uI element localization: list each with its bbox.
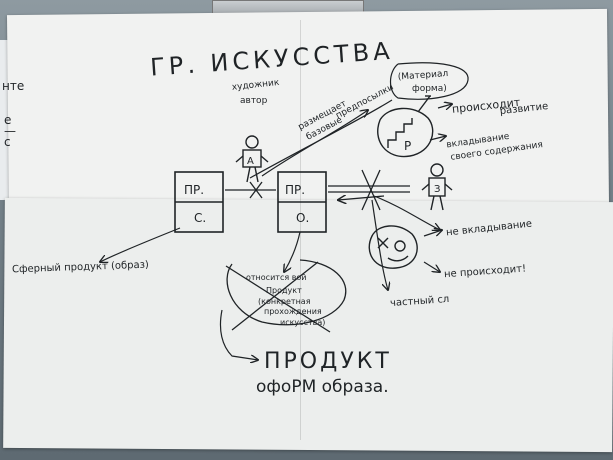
label-hudozhnik: художник xyxy=(231,78,280,93)
paper-crease xyxy=(300,20,301,440)
label-material-2: форма) xyxy=(412,84,447,94)
back-sheet-fragment-2: е xyxy=(4,113,11,127)
back-sheet-fragment-1: нте xyxy=(2,79,24,93)
back-sheet-fragment-3: — xyxy=(4,124,16,138)
figure-viewer xyxy=(421,163,453,211)
box-2-top: ПР. xyxy=(285,183,305,197)
note-line-1: относится вой xyxy=(246,273,307,282)
back-sheet-fragment-4: с xyxy=(4,135,11,149)
box-2 xyxy=(277,171,327,233)
label-razvitie: развитие xyxy=(499,101,549,117)
note-line-4: прохождения xyxy=(264,307,322,316)
label-oform: офоРМ образа. xyxy=(256,377,389,397)
figure-author-letter: А xyxy=(247,156,254,167)
note-line-2: Продукт xyxy=(266,286,302,295)
figure-viewer-letter: З xyxy=(434,184,440,195)
label-material-1: (Материал xyxy=(398,69,449,82)
box-connectors xyxy=(225,169,410,211)
development-circle xyxy=(377,95,434,158)
box-1-top: ПР. xyxy=(184,183,204,197)
diagram-title: ГР. ИСКУССТВА xyxy=(149,37,394,82)
label-avtor: автор xyxy=(240,96,268,106)
box-1 xyxy=(174,171,224,233)
crossed-note xyxy=(225,259,347,333)
label-chastnyi: частный сл xyxy=(390,294,450,309)
box-2-bottom: О. xyxy=(296,211,309,225)
note-line-3: (конкретная xyxy=(258,297,311,306)
label-sfera: Сферный продукт (образ) xyxy=(12,260,149,276)
figure-author xyxy=(235,135,269,183)
diagram-arrows xyxy=(100,99,440,360)
label-ne-vkladyvanie: не вкладывание xyxy=(446,219,533,239)
development-letter: Р xyxy=(404,139,411,153)
label-product: ПРОДУКТ xyxy=(264,349,392,374)
failed-circle xyxy=(368,225,418,269)
note-line-5: искусства) xyxy=(280,318,325,327)
label-ne-proiskhodit: не происходит! xyxy=(444,263,527,280)
box-1-bottom: С. xyxy=(194,211,206,225)
